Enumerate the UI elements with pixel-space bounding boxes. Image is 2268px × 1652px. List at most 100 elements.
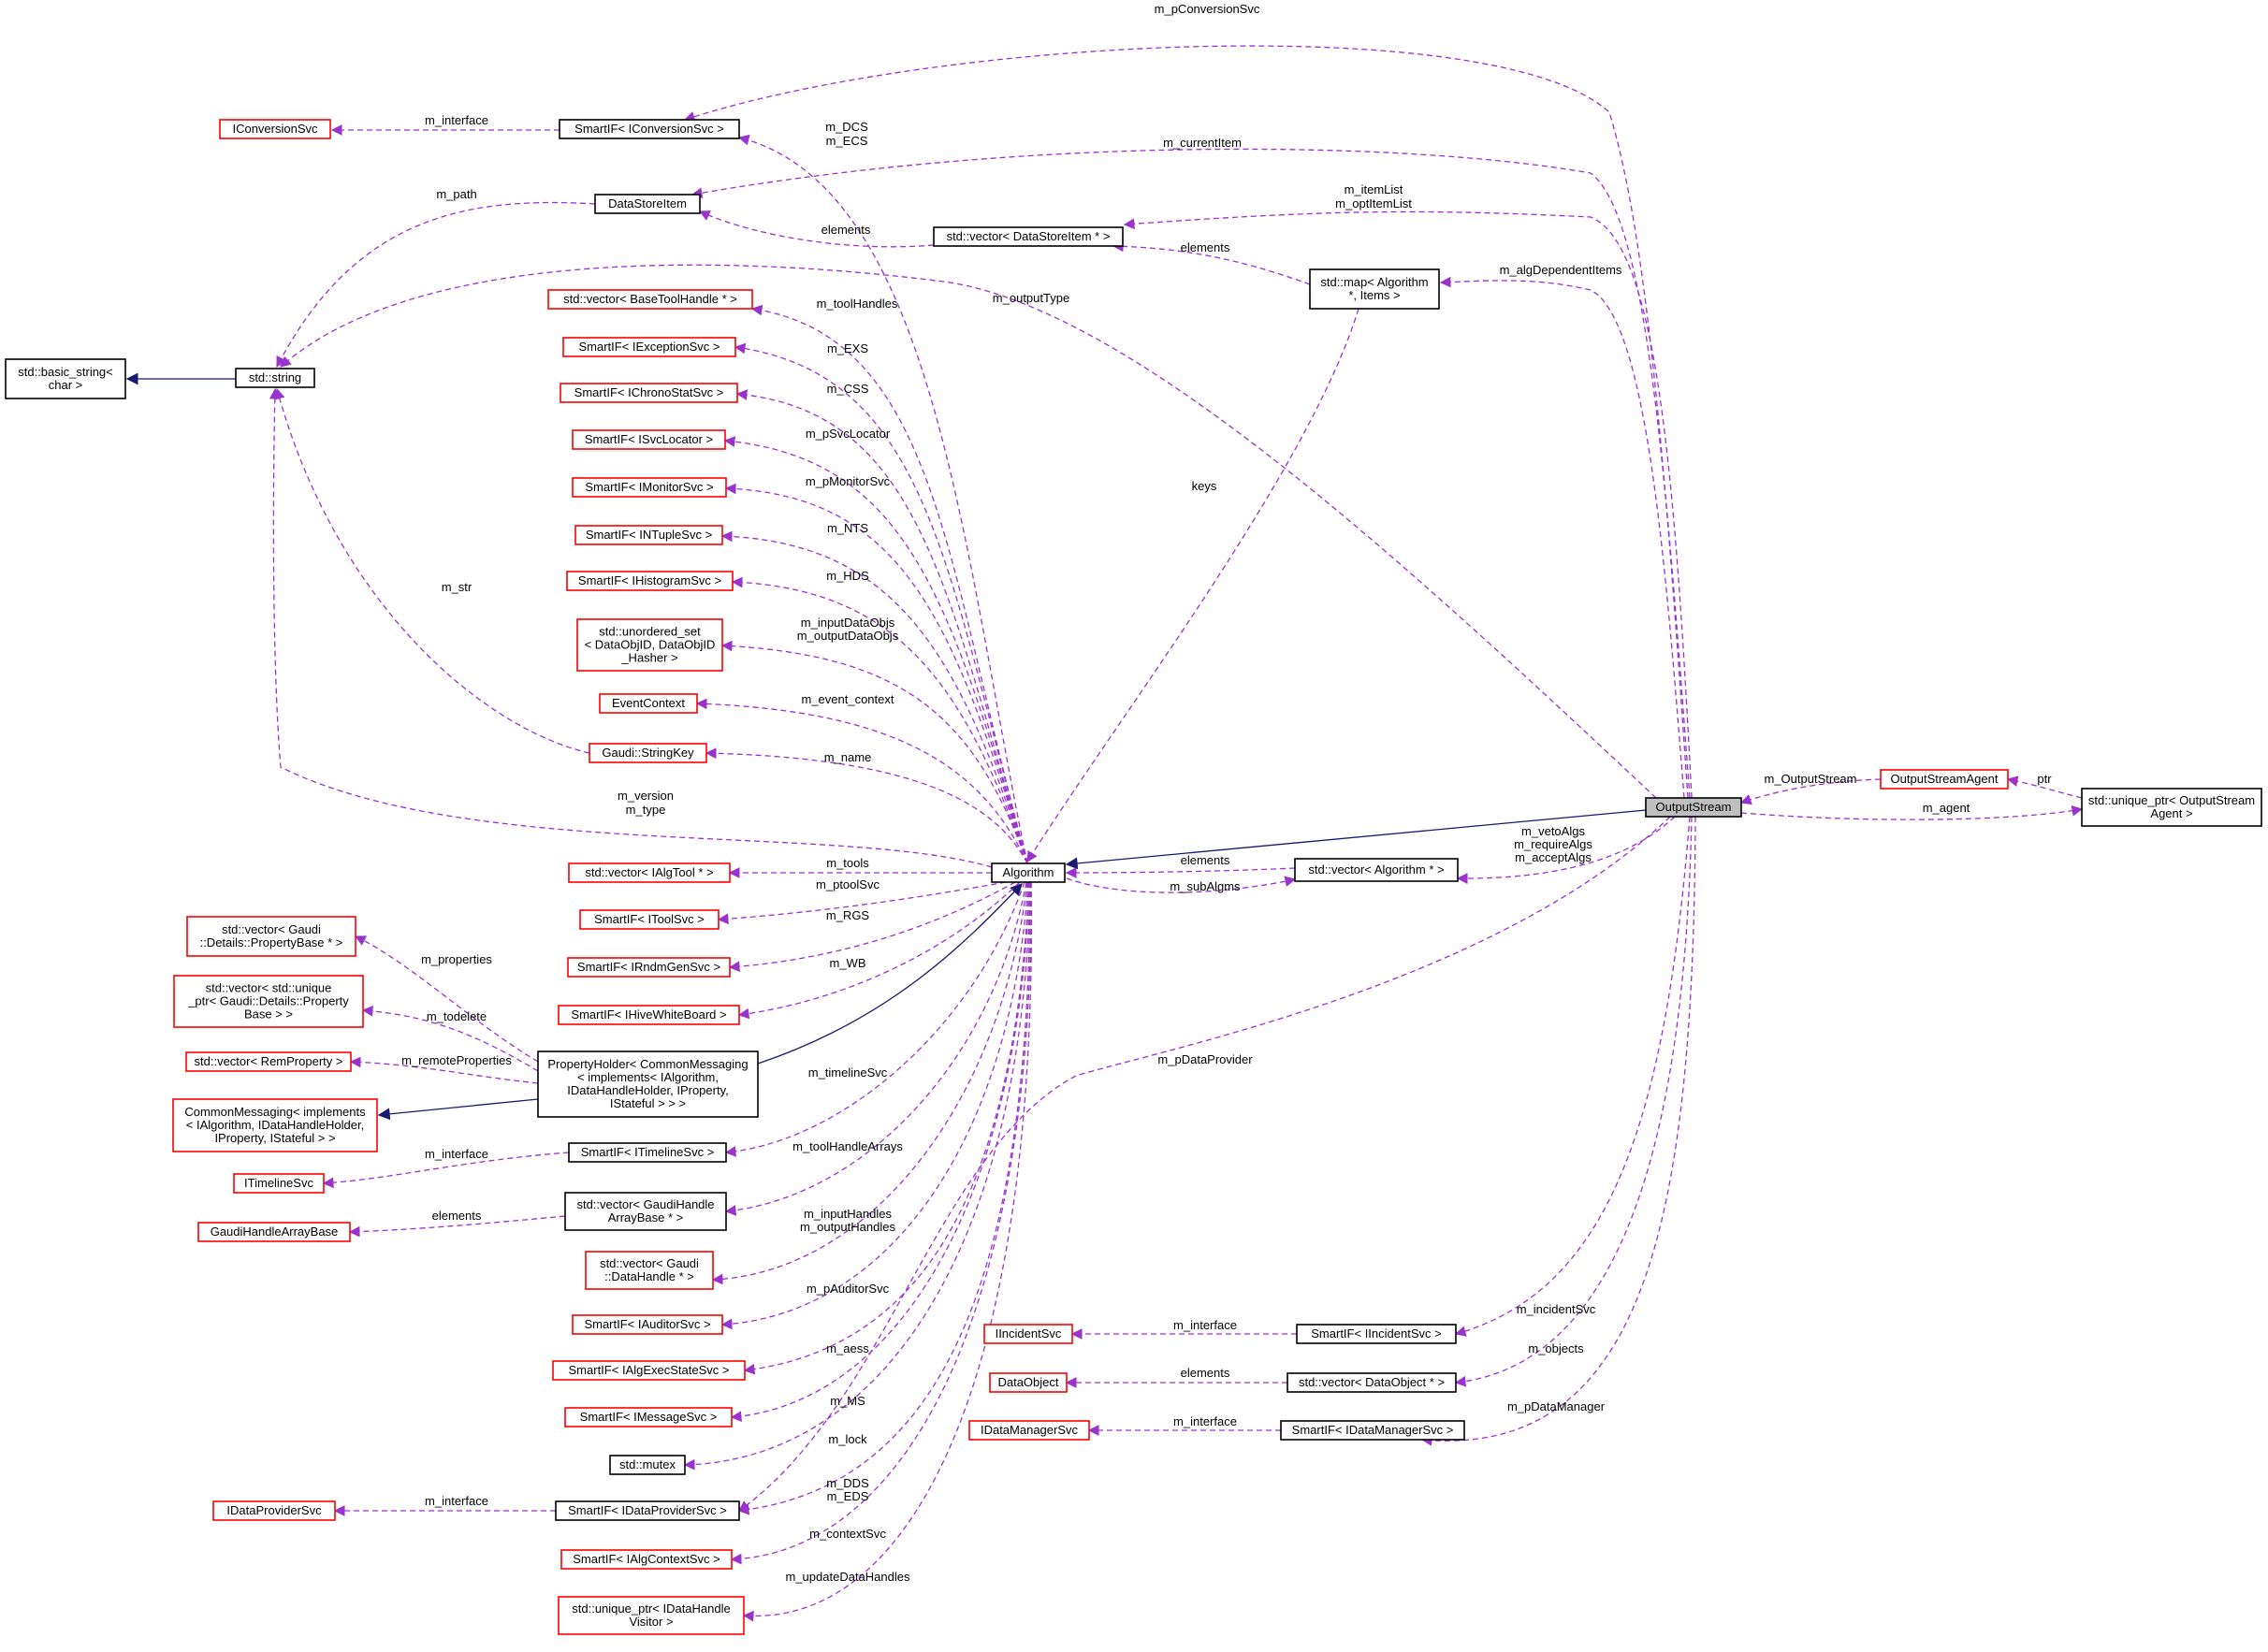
class-node-label: IStateful > > > (610, 1096, 686, 1110)
class-node-idataprovidersvc[interactable]: IDataProviderSvc (212, 1500, 336, 1521)
class-node-label: ArrayBase * > (608, 1210, 684, 1225)
class-node-label: SmartIF< IIncidentSvc > (1311, 1326, 1441, 1340)
class-node-label: Gaudi::StringKey (602, 746, 694, 760)
class-node-vec-dsi[interactable]: std::vector< DataStoreItem * > (933, 226, 1124, 247)
class-node-label: std::unordered_set (599, 625, 701, 639)
class-node-label: GaudiHandleArrayBase (211, 1225, 339, 1239)
class-node-vec-dataobject[interactable]: std::vector< DataObject * > (1287, 1372, 1457, 1393)
class-node-unordered-set[interactable]: std::unordered_set< DataObjID, DataObjID… (576, 618, 723, 672)
class-node-smartif-exc[interactable]: SmartIF< IExceptionSvc > (562, 337, 736, 357)
class-node-label: SmartIF< IChronoStatSvc > (574, 385, 724, 399)
class-node-eventcontext[interactable]: EventContext (599, 693, 698, 714)
edge-label: m_inputDataObjs (801, 616, 895, 630)
class-node-smartif-algexec[interactable]: SmartIF< IAlgExecStateSvc > (552, 1360, 746, 1381)
member-arrow-e-evctx (695, 698, 1028, 864)
class-node-label: DataStoreItem (608, 196, 687, 210)
class-node-label: std::unique_ptr< OutputStream (2088, 793, 2255, 807)
class-node-label: SmartIF< INTupleSvc > (586, 528, 712, 542)
class-node-algorithm[interactable]: Algorithm (991, 862, 1066, 883)
inheritance-arrow-e-propholder-alg (757, 883, 1023, 1065)
class-node-smartif-timeline[interactable]: SmartIF< ITimelineSvc > (568, 1142, 727, 1163)
class-node-label: IConversionSvc (232, 122, 318, 136)
class-node-label: OutputStream (1656, 800, 1732, 814)
class-node-propholder[interactable]: PropertyHolder< CommonMessaging< impleme… (537, 1051, 759, 1118)
edge-label: m_interface (1173, 1414, 1237, 1428)
class-node-smartif-iconv[interactable]: SmartIF< IConversionSvc > (559, 119, 740, 139)
class-node-outputstream[interactable]: OutputStream (1645, 797, 1742, 818)
class-node-smartif-auditor[interactable]: SmartIF< IAuditorSvc > (572, 1314, 723, 1335)
member-arrow-e-path (276, 201, 596, 369)
edge-label: m_outputDataObjs (797, 629, 899, 643)
class-node-label: SmartIF< IHiveWhiteBoard > (571, 1007, 726, 1022)
class-node-vec-remprop[interactable]: std::vector< RemProperty > (185, 1051, 352, 1072)
class-node-map-alg[interactable]: std::map< Algorithm*, Items > (1309, 268, 1440, 310)
class-node-itimelinesvc[interactable]: ITimelineSvc (233, 1173, 325, 1194)
class-node-smartif-dataprov[interactable]: SmartIF< IDataProviderSvc > (555, 1500, 740, 1521)
class-node-datastoreitem[interactable]: DataStoreItem (594, 194, 701, 214)
edge-label: m_subAlgms (1170, 879, 1241, 893)
member-arrow-e-ptr (2006, 775, 2083, 799)
class-node-smartif-hive[interactable]: SmartIF< IHiveWhiteBoard > (558, 1005, 740, 1025)
edge-label: m_pMonitorSvc (806, 474, 891, 488)
class-node-smartif-chrono[interactable]: SmartIF< IChronoStatSvc > (560, 383, 738, 403)
class-node-commonmsg[interactable]: CommonMessaging< implements< IAlgorithm,… (172, 1098, 378, 1152)
class-node-stringkey[interactable]: Gaudi::StringKey (589, 743, 707, 763)
class-node-iincidentsvc[interactable]: IIncidentSvc (983, 1324, 1073, 1344)
class-node-label: PropertyHolder< CommonMessaging (547, 1057, 748, 1071)
class-node-label: Visitor > (629, 1615, 673, 1629)
member-arrow-e-toolhandlearrays (724, 881, 1027, 1216)
edge-label: m_properties (421, 952, 492, 966)
class-node-gaudihandlearraybase[interactable]: GaudiHandleArrayBase (197, 1222, 351, 1242)
class-node-smartif-monitor[interactable]: SmartIF< IMonitorSvc > (572, 477, 727, 498)
class-node-uniq-osagent[interactable]: std::unique_ptr< OutputStreamAgent > (2081, 788, 2262, 827)
edge-label: ptr (2037, 772, 2052, 786)
class-node-stdbasic[interactable]: std::basic_string<char > (5, 358, 126, 399)
edge-label: m_interface (1173, 1318, 1237, 1332)
member-arrow-e-psvcloc (723, 436, 1028, 864)
class-node-vec-ialgtool[interactable]: std::vector< IAlgTool * > (568, 862, 731, 883)
class-node-idatamanagersvc[interactable]: IDataManagerSvc (968, 1420, 1090, 1441)
edge-label: m_toolHandles (817, 297, 898, 311)
class-node-vec-propbase[interactable]: std::vector< Gaudi::Details::PropertyBas… (186, 916, 356, 957)
class-node-smartif-toolsvc[interactable]: SmartIF< IToolSvc > (579, 909, 720, 930)
inheritance-arrow-e-commonmsg-ph (377, 1098, 539, 1121)
edge-label: m_todelete (427, 1009, 487, 1023)
class-node-osagent[interactable]: OutputStreamAgent (1880, 769, 2009, 790)
class-node-vec-algorithm[interactable]: std::vector< Algorithm * > (1294, 858, 1459, 882)
class-node-label: _ptr< Gaudi::Details::Property (187, 994, 349, 1008)
member-arrow-e-lock (683, 881, 1031, 1471)
class-node-dataobject[interactable]: DataObject (989, 1372, 1068, 1393)
class-node-smartif-svcloc[interactable]: SmartIF< ISvcLocator > (572, 429, 726, 450)
class-node-smartif-incident[interactable]: SmartIF< IIncidentSvc > (1296, 1324, 1457, 1344)
class-node-vec-uniqueprop[interactable]: std::vector< std::unique_ptr< Gaudi::Det… (173, 975, 364, 1028)
member-arrow-e-pdatamanager (1420, 816, 1696, 1446)
class-node-stdmutex[interactable]: std::mutex (609, 1455, 686, 1475)
class-node-smartif-rndm[interactable]: SmartIF< IRndmGenSvc > (567, 957, 731, 978)
class-node-label: SmartIF< IMessageSvc > (580, 1410, 718, 1424)
class-node-vec-gaudihandlearray[interactable]: std::vector< GaudiHandleArrayBase * > (564, 1192, 727, 1231)
class-node-smartif-histo[interactable]: SmartIF< IHistogramSvc > (566, 571, 734, 591)
edge-label: m_OutputStream (1765, 772, 1857, 786)
class-node-smartif-algctx[interactable]: SmartIF< IAlgContextSvc > (560, 1549, 733, 1570)
edge-label: m_EDS (827, 1489, 869, 1503)
class-node-label: < IAlgorithm, IDataHandleHolder, (186, 1118, 364, 1132)
edge-label: elements (1181, 240, 1230, 254)
class-node-label: IDataManagerSvc (981, 1423, 1079, 1437)
edge-label: keys (1192, 479, 1217, 493)
class-node-label: DataObject (997, 1375, 1058, 1389)
class-node-vec-datahandle[interactable]: std::vector< Gaudi::DataHandle * > (585, 1251, 714, 1290)
member-arrow-e-todelete (361, 1006, 539, 1072)
class-node-label: SmartIF< IAlgContextSvc > (573, 1552, 720, 1566)
class-node-smartif-ntuple[interactable]: SmartIF< INTupleSvc > (574, 525, 723, 545)
class-node-stdstring[interactable]: std::string (235, 368, 315, 388)
class-node-smartif-message[interactable]: SmartIF< IMessageSvc > (564, 1407, 733, 1427)
edge-label: m_EXS (827, 341, 868, 355)
class-node-smartif-datamgr[interactable]: SmartIF< IDataManagerSvc > (1280, 1420, 1465, 1441)
class-node-iconversionsvc[interactable]: IConversionSvc (219, 119, 331, 139)
class-node-label: std::string (249, 370, 301, 384)
member-arrow-e-name (705, 747, 1028, 864)
class-node-vec-basetool[interactable]: std::vector< BaseToolHandle * > (547, 289, 753, 310)
member-arrow-e-css (735, 389, 1028, 864)
class-node-label: IDataProviderSvc (226, 1503, 322, 1517)
